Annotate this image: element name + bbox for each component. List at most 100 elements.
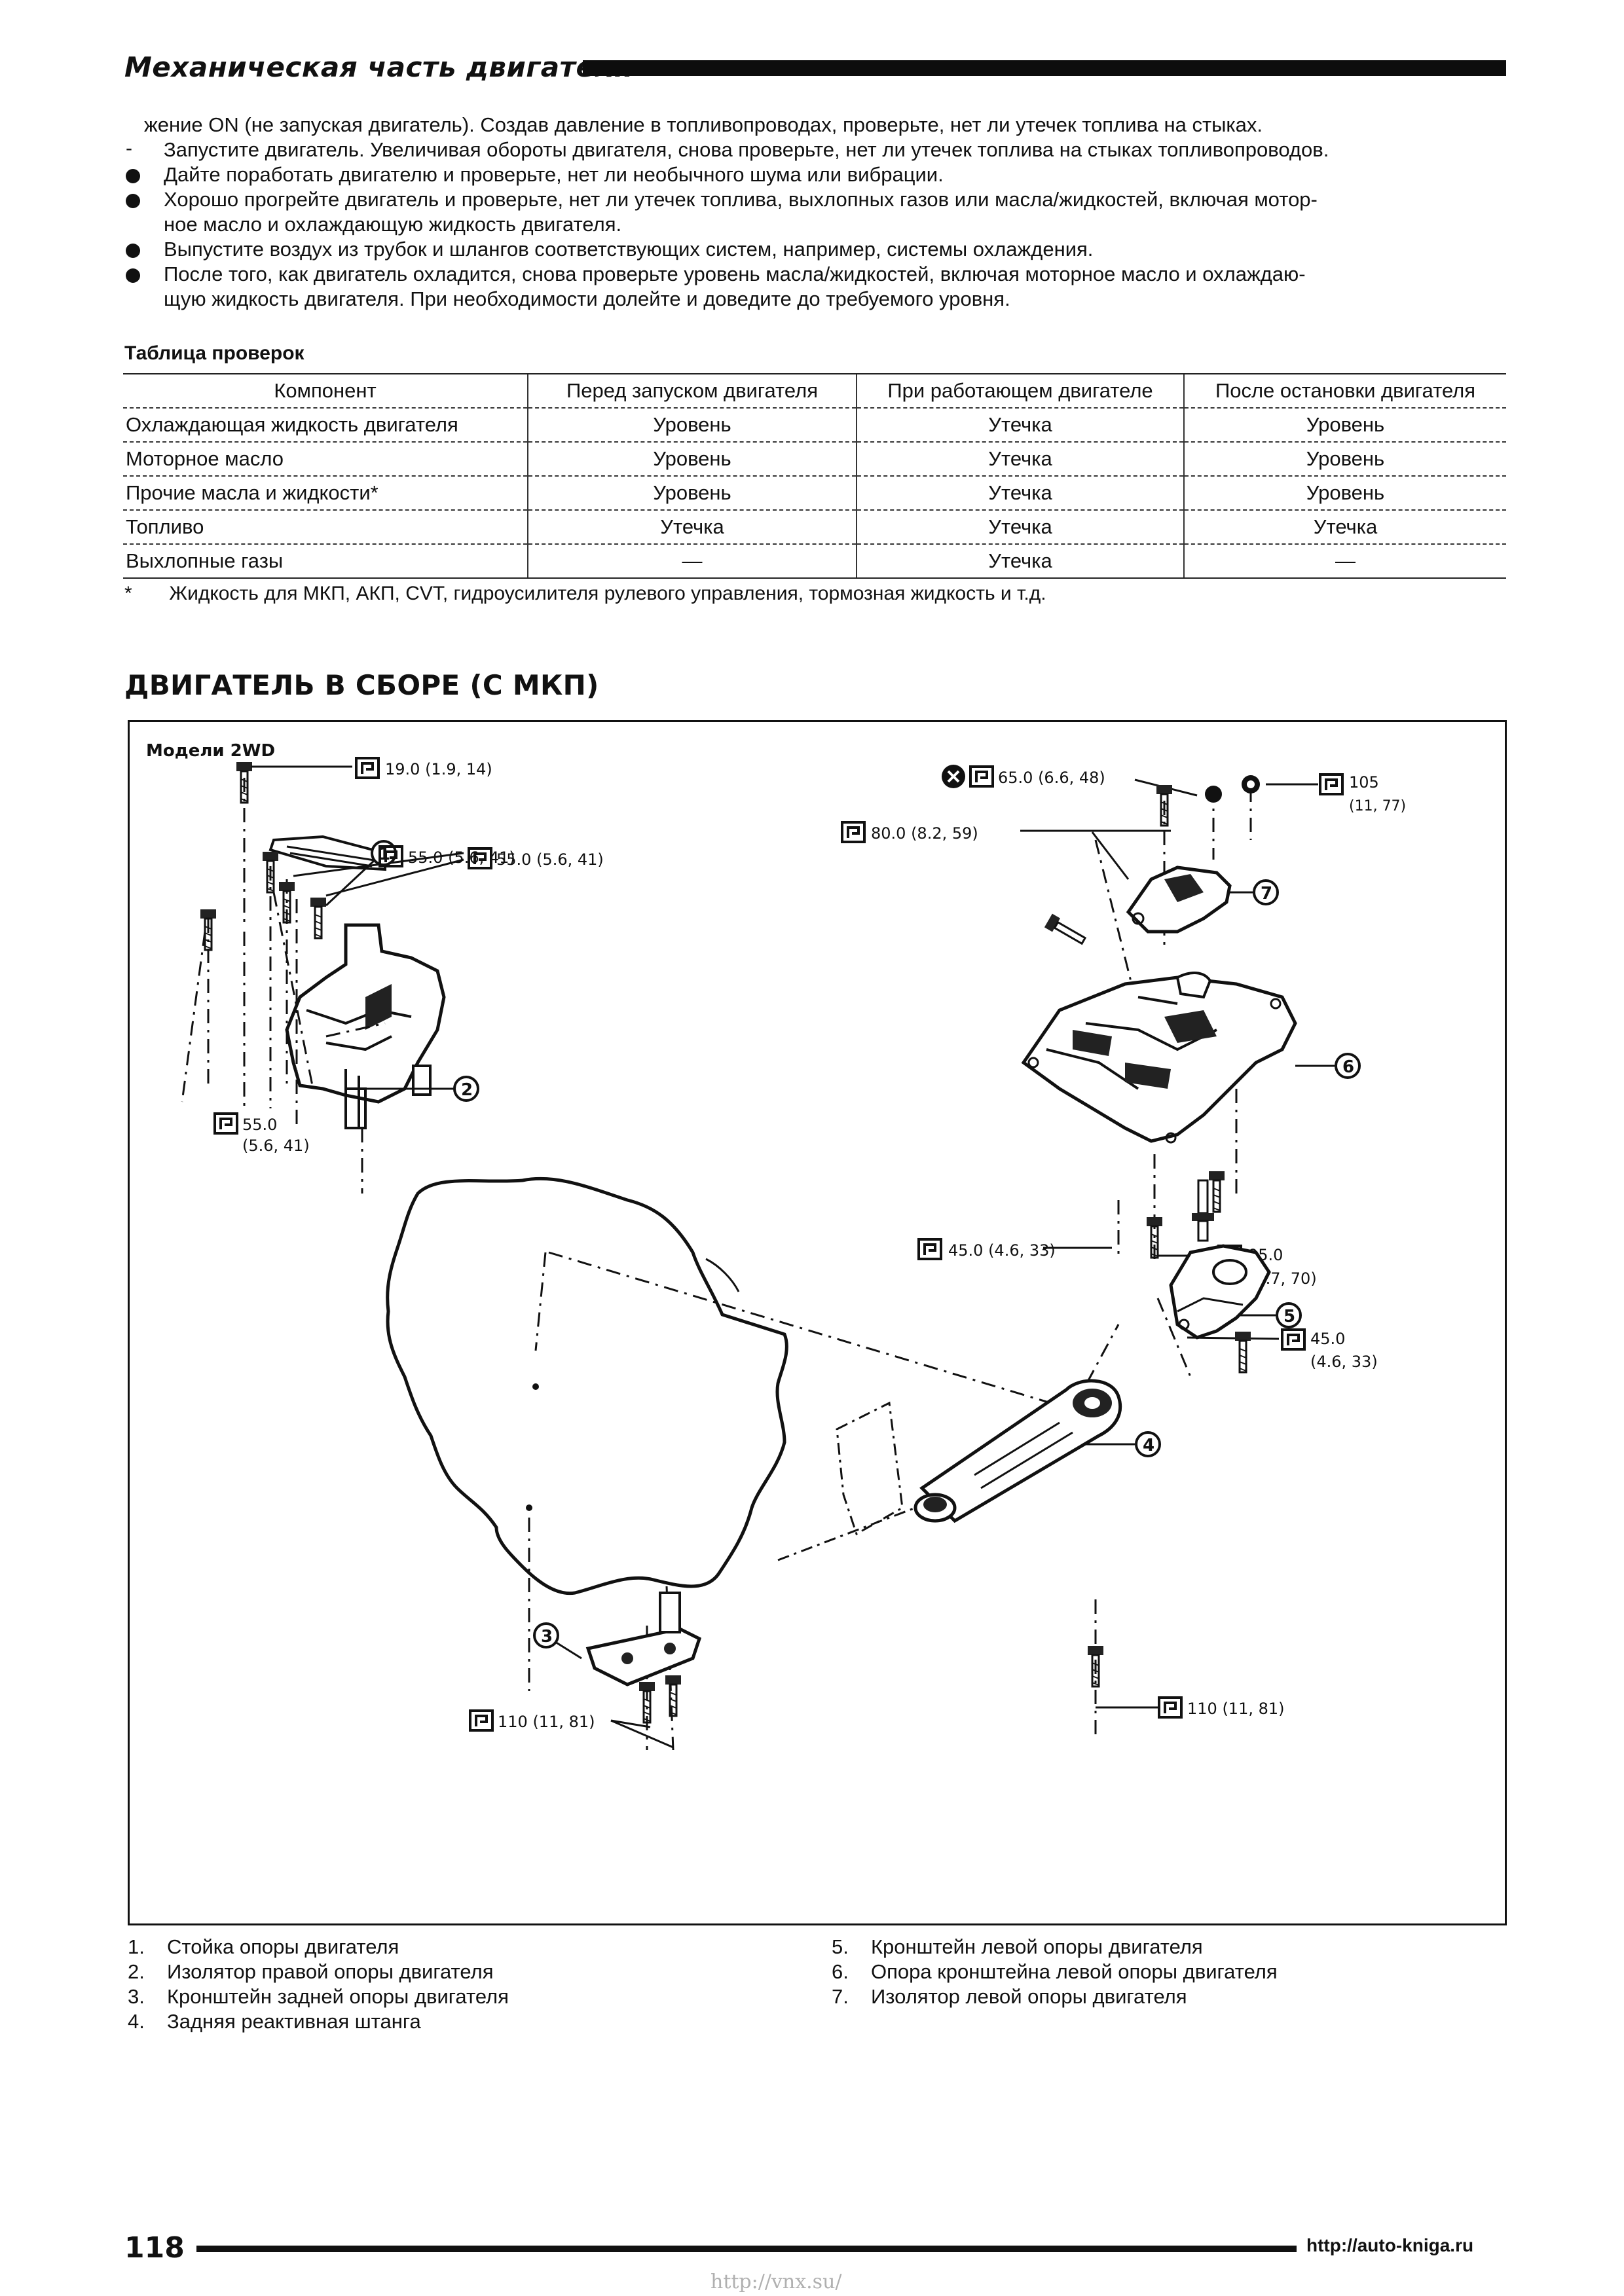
assembly-centerline	[777, 1506, 916, 1561]
right-mount-insulator	[285, 923, 446, 1129]
legend-text: Кронштейн задней опоры двигателя	[167, 1985, 509, 2008]
torque-label: 65.0 (6.6, 48)	[998, 769, 1105, 787]
legend-number: 7.	[832, 1985, 849, 2008]
legend-number: 5.	[832, 1935, 849, 1958]
svg-text:2: 2	[461, 1080, 473, 1100]
table-cell: Утечка	[856, 408, 1184, 443]
torque-label: (5.6, 41)	[242, 1137, 310, 1155]
bolt-icon	[1044, 913, 1087, 945]
torque-label: 80.0 (8.2, 59)	[871, 824, 978, 843]
intro-line: Выпустите воздух из трубок и шлангов соо…	[164, 238, 1094, 261]
callout-5: 5	[1276, 1302, 1302, 1328]
bullet-icon	[126, 244, 140, 258]
table-cell: —	[1183, 544, 1506, 579]
table-cell: Утечка	[856, 544, 1184, 579]
footnote-mark: *	[124, 583, 132, 604]
intro-line: Дайте поработать двигателю и проверьте, …	[164, 163, 944, 186]
intro-line: Запустите двигатель. Увеличивая обороты …	[164, 138, 1329, 161]
bolt-icon	[1234, 1330, 1252, 1374]
svg-text:7: 7	[1261, 884, 1272, 903]
column-header: При работающем двигателе	[856, 373, 1184, 409]
legend-number: 6.	[832, 1960, 849, 1983]
assembly-centerlines	[181, 778, 1252, 1751]
torque-label: 110 (11, 81)	[498, 1713, 595, 1731]
torque-label: 110 (11, 81)	[1187, 1700, 1285, 1718]
one-time-use-icon	[942, 765, 965, 788]
torque-wrench-icon	[1319, 773, 1344, 795]
torque-wrench-icon	[213, 1112, 238, 1135]
table-cell: Уровень	[1183, 408, 1506, 443]
engine-detail-line	[705, 1258, 740, 1292]
torque-wrench-icon	[469, 1709, 494, 1732]
watermark: http://vnx.su/	[710, 2270, 842, 2293]
bolt-icon	[1208, 1170, 1226, 1213]
table-cell: —	[527, 544, 857, 579]
torque-label: (11, 77)	[1349, 798, 1406, 814]
callout-7: 7	[1253, 879, 1279, 905]
torque-wrench-icon	[917, 1238, 942, 1260]
running-header-title: Механическая часть двигателя	[124, 51, 634, 83]
table-row: Охлаждающая жидкость двигателя Уровень У…	[123, 408, 1506, 443]
torque-rod-clearance-outline	[836, 1401, 904, 1536]
table-cell: Уровень	[1183, 476, 1506, 511]
legend-text: Изолятор левой опоры двигателя	[871, 1985, 1187, 2008]
table-cell: Утечка	[527, 510, 857, 545]
legend-text: Стойка опоры двигателя	[167, 1935, 399, 1958]
stud-bolt	[1192, 1179, 1214, 1242]
torque-label: (4.6, 33)	[1310, 1353, 1378, 1371]
header-rule	[583, 60, 1506, 76]
figure-subtitle: Модели 2WD	[146, 741, 275, 761]
legend-item: 7. Изолятор левой опоры двигателя	[832, 1984, 1187, 2009]
legend-item: 3. Кронштейн задней опоры двигателя	[128, 1984, 509, 2009]
table-cell: Уровень	[1183, 442, 1506, 477]
table-cell: Уровень	[527, 408, 857, 443]
torque-wrench-icon	[1158, 1696, 1183, 1719]
torque-label: 55.0 (5.6, 41)	[496, 850, 604, 869]
bolt-icon	[664, 1674, 682, 1717]
rear-mount-bracket	[585, 1592, 702, 1686]
left-mount-insulator	[1126, 775, 1260, 934]
torque-label: 55.0 (5.6, 41)	[408, 848, 515, 867]
torque-wrench-icon	[841, 821, 866, 843]
footer-url: http://auto-kniga.ru	[1306, 2235, 1474, 2255]
table-cell: Моторное масло	[123, 442, 528, 477]
bullet-icon	[126, 194, 140, 208]
legend-number: 2.	[128, 1960, 145, 1983]
engine-mount-point	[532, 1383, 539, 1390]
torque-label: 45.0	[1310, 1330, 1345, 1348]
torque-label: 105	[1349, 773, 1379, 792]
page-number: 118	[124, 2231, 185, 2265]
legend-text: Задняя реактивная штанга	[167, 2010, 421, 2033]
torque-wrench-icon	[1281, 1328, 1306, 1351]
bullet-icon	[126, 169, 140, 183]
intro-line: жение ON (не запуская двигатель). Создав…	[144, 113, 1263, 136]
intro-line: Хорошо прогрейте двигатель и проверьте, …	[164, 188, 1318, 211]
table-header-row: Компонент Перед запуском двигателя При р…	[123, 373, 1506, 409]
svg-text:5: 5	[1283, 1307, 1295, 1326]
table-row: Выхлопные газы — Утечка —	[123, 544, 1506, 579]
torque-label: 19.0 (1.9, 14)	[385, 760, 492, 778]
legend-number: 3.	[128, 1985, 145, 2008]
table-cell: Охлаждающая жидкость двигателя	[123, 408, 528, 443]
engine-outline	[386, 1176, 788, 1595]
legend-number: 4.	[128, 2010, 145, 2033]
torque-label: 55.0	[242, 1116, 277, 1134]
engine-mount-diagram: Модели 2WD	[146, 741, 1406, 1751]
legend-item: 5.Кронштейн левой опоры двигателя	[832, 1935, 1203, 1959]
callout-3: 3	[533, 1622, 559, 1649]
legend-item: 2.Изолятор правой опоры двигателя	[128, 1959, 493, 1984]
section-title: ДВИГАТЕЛЬ В СБОРЕ (С МКП)	[124, 669, 599, 701]
torque-wrench-icon	[969, 765, 994, 788]
dash-marker: -	[126, 137, 132, 159]
legend-item: 1.Стойка опоры двигателя	[128, 1935, 399, 1959]
rear-torque-rod	[913, 1379, 1122, 1523]
engine-mount-stay	[268, 835, 386, 871]
svg-text:3: 3	[541, 1627, 553, 1647]
intro-line: После того, как двигатель охладится, сно…	[164, 263, 1306, 285]
table-cell: Выхлопные газы	[123, 544, 528, 579]
table-cell: Топливо	[123, 510, 528, 545]
table-cell: Уровень	[527, 442, 857, 477]
column-header: Перед запуском двигателя	[527, 373, 857, 409]
intro-line: ное масло и охлаждающую жидкость двигате…	[164, 213, 622, 236]
left-mount-bracket	[1169, 1244, 1271, 1339]
